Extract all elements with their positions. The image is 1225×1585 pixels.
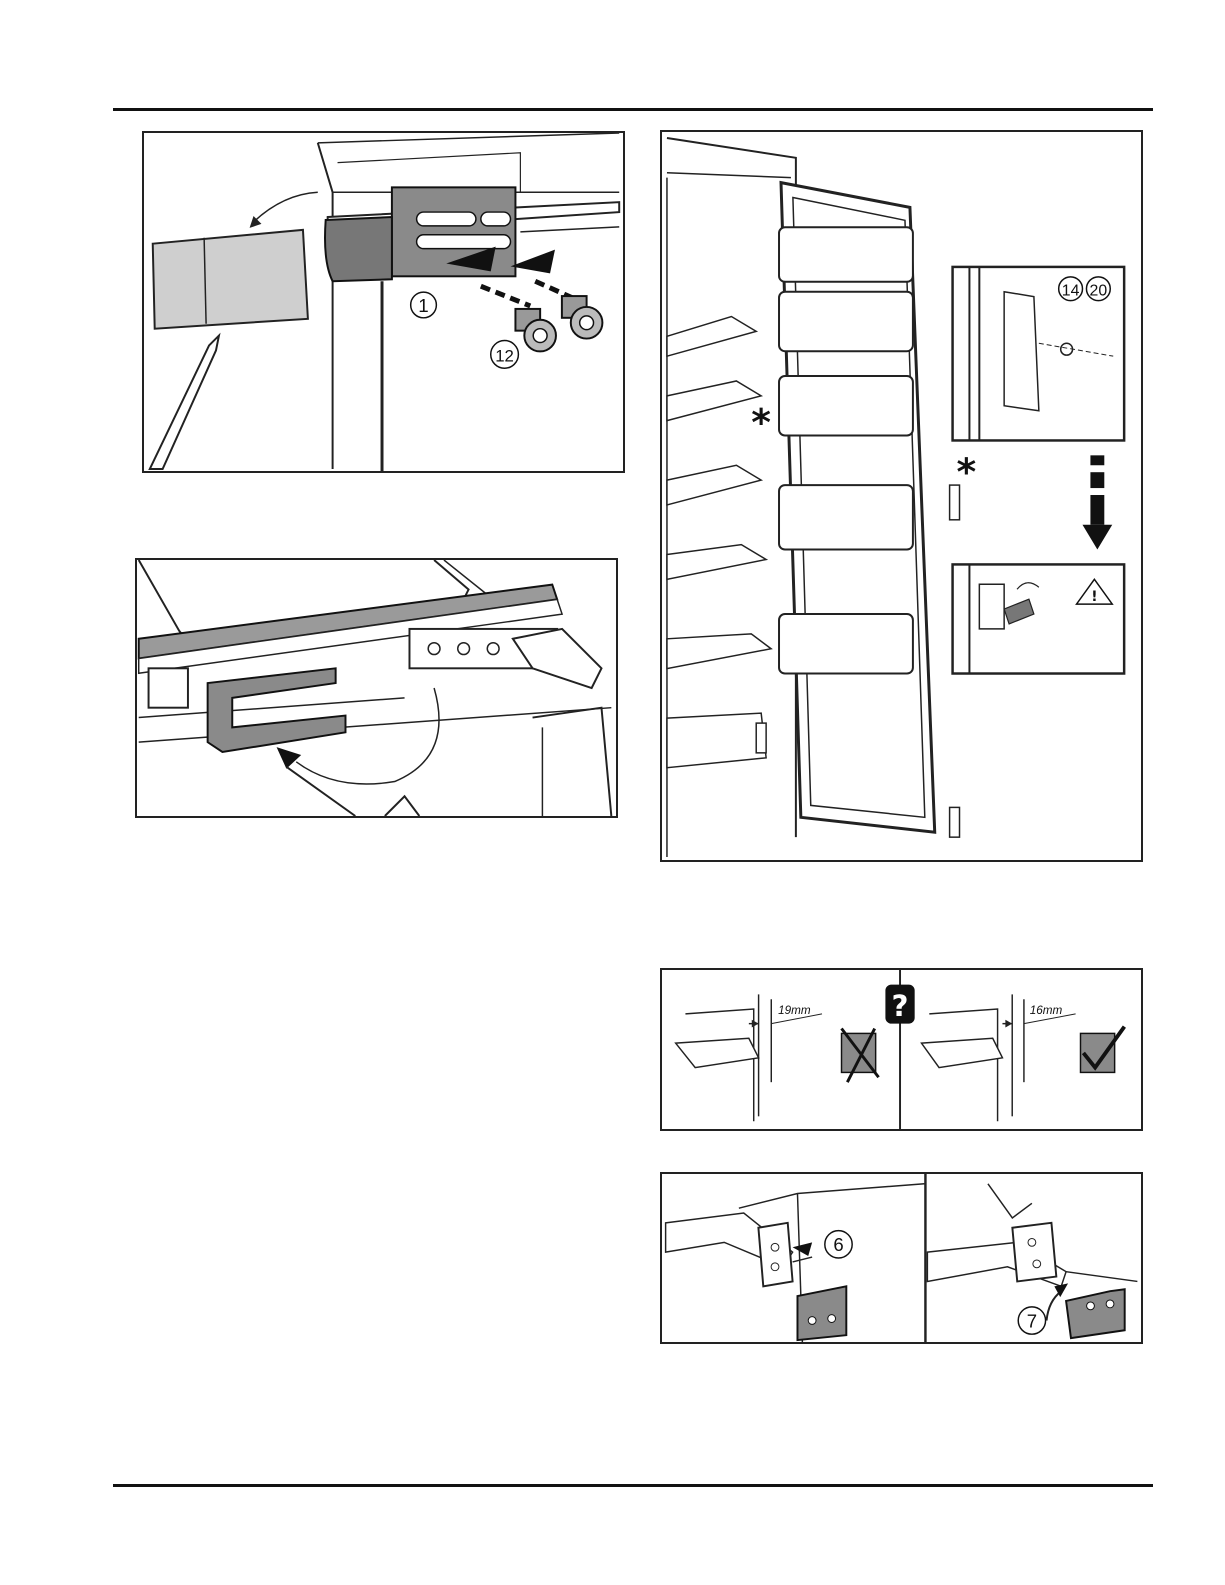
cross-icon: [842, 1029, 879, 1083]
figure-remove-cover: 1 12: [142, 131, 625, 473]
callout-12: 12: [491, 341, 519, 369]
callout-7: 7: [1018, 1307, 1045, 1334]
figure-gap-measure: 19mm ? 16mm: [660, 968, 1143, 1131]
question-icon: ?: [885, 985, 914, 1024]
figure-fridge-door: * * 14 20 !: [660, 130, 1143, 862]
svg-text:6: 6: [833, 1234, 843, 1255]
svg-text:!: !: [1091, 589, 1097, 605]
callout-6: 6: [825, 1231, 852, 1258]
callout-1: 1: [411, 292, 437, 318]
callout-20: 20: [1086, 277, 1110, 301]
check-icon: [1080, 1027, 1124, 1073]
svg-text:20: 20: [1090, 283, 1108, 300]
svg-text:19mm: 19mm: [778, 1004, 811, 1017]
marker-asterisk-left: *: [751, 401, 771, 445]
figure-attach-clip: [135, 558, 618, 818]
bottom-rule: [113, 1484, 1153, 1487]
svg-text:16mm: 16mm: [1030, 1004, 1063, 1017]
svg-text:12: 12: [495, 346, 514, 365]
figure-hinge-plates: 6 7: [660, 1172, 1143, 1344]
svg-text:14: 14: [1062, 283, 1080, 300]
svg-text:7: 7: [1027, 1310, 1037, 1331]
callout-14: 14: [1059, 277, 1083, 301]
top-rule: [113, 108, 1153, 111]
svg-text:1: 1: [418, 295, 428, 316]
svg-text:?: ?: [892, 989, 909, 1023]
